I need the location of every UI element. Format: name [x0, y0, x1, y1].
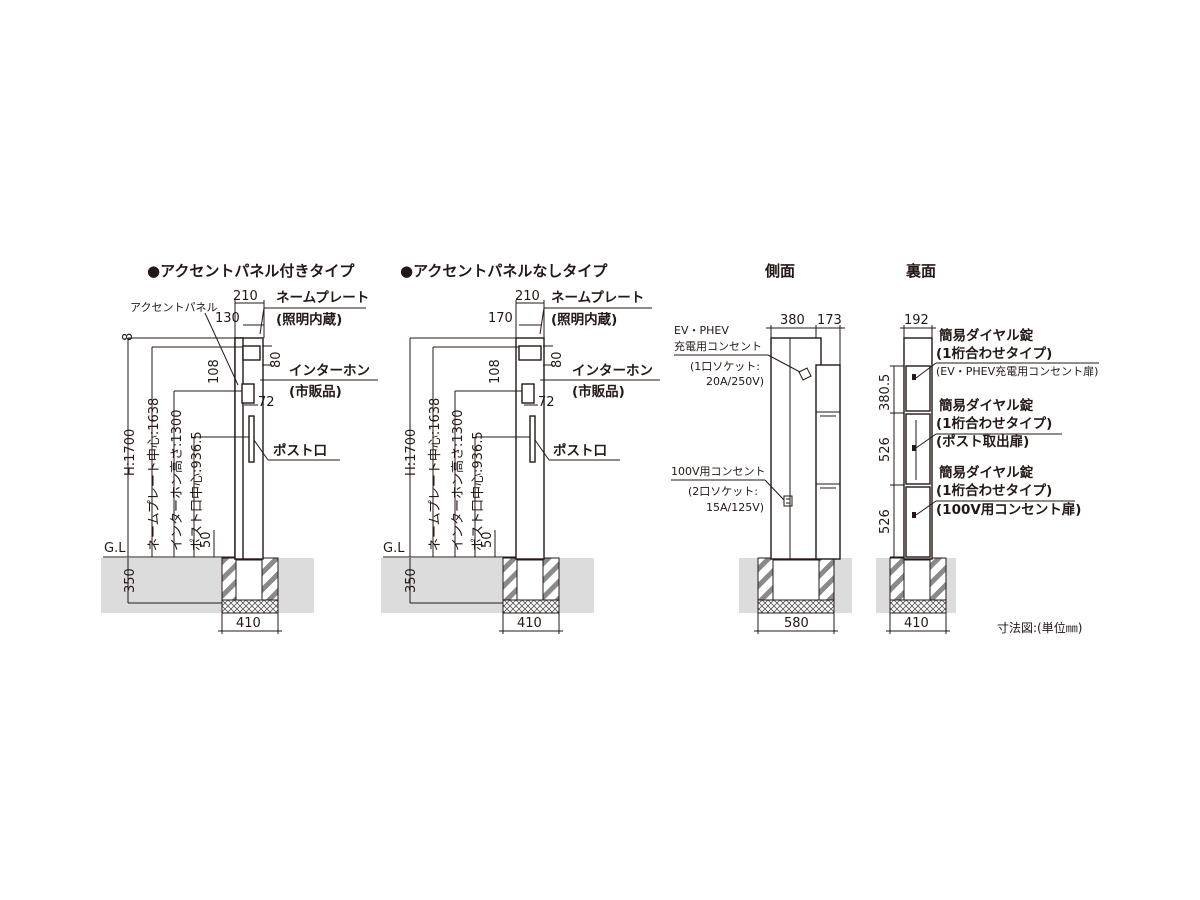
dim-panel-width: 170 — [488, 311, 513, 326]
lock1-line3: (EV・PHEV充電用コンセント扉) — [936, 364, 1098, 378]
dim-nameplate-center: ネームプレート中心:1638 — [147, 398, 162, 551]
intercom-note: (市販品) — [289, 383, 342, 400]
dim-base-width: 410 — [517, 616, 542, 631]
dim-nameplate-h: 80 — [550, 351, 565, 368]
dim-intercom-w: 72 — [538, 395, 555, 410]
door-ev — [905, 365, 931, 412]
ev-socket: (1口ソケット: — [690, 360, 760, 373]
accent-panel — [234, 337, 244, 560]
ev-label-1: EV・PHEV — [674, 324, 729, 337]
view-side: 側面 380 173 580 EV・PHEV 充電用コンセント (1口ソケット:… — [671, 262, 852, 634]
post-slot — [248, 415, 255, 463]
foundation-base — [889, 599, 947, 614]
lock3-line1: 簡易ダイヤル錠 — [939, 464, 1034, 481]
lock-100v-icon — [912, 512, 916, 518]
intercom-label: インターホン — [289, 363, 370, 379]
dim-base-50: 50 — [480, 531, 495, 548]
dim-intercom-height: インターホン高さ:1300 — [169, 410, 185, 551]
v100-rating: 15A/125V) — [706, 501, 764, 514]
accent-panel-label: アクセントパネル — [130, 301, 217, 314]
lock3-line2: (1桁合わせタイプ) — [936, 482, 1052, 499]
dim-base-50: 50 — [199, 531, 214, 548]
footnote: 寸法図:(単位㎜) — [997, 620, 1082, 635]
lock2-line3: (ポスト取出扉) — [936, 433, 1029, 450]
nameplate-note: (照明内蔵) — [276, 311, 342, 328]
dim-top-width: 210 — [233, 289, 258, 304]
nameplate-label: ネームプレート — [551, 290, 644, 306]
nameplate — [518, 345, 542, 361]
intercom — [521, 383, 535, 404]
view-side-title: 側面 — [764, 262, 795, 280]
ev-rating: 20A/250V) — [706, 375, 764, 388]
dim-base-width: 580 — [784, 616, 809, 631]
nameplate-note: (照明内蔵) — [551, 311, 617, 328]
dim-h3: 526 — [878, 509, 893, 534]
view-accent-title: ●アクセントパネル付きタイプ — [147, 262, 355, 280]
door-post — [905, 413, 931, 485]
v100-socket: (2口ソケット: — [688, 485, 758, 498]
view-plain-title: ●アクセントパネルなしタイプ — [400, 262, 608, 280]
v100-socket-icon — [783, 495, 793, 507]
foundation-core — [772, 559, 820, 601]
post-slot — [529, 415, 536, 463]
dim-intercom-v: 108 — [488, 359, 503, 384]
gl-label: G.L — [383, 541, 405, 556]
dim-post-center: ポスト口中心:936.5 — [471, 431, 486, 551]
dim-intercom-w: 72 — [258, 395, 275, 410]
dim-panel-width: 130 — [215, 311, 240, 326]
foundation-core — [516, 559, 544, 601]
foundation-core — [903, 559, 931, 601]
dim-width: 192 — [904, 313, 929, 328]
lock-post-icon — [912, 445, 916, 451]
dim-depth: 350 — [123, 568, 138, 593]
dim-depth-a: 380 — [780, 313, 805, 328]
gl-label: G.L — [104, 541, 126, 556]
dim-nameplate-h: 80 — [269, 351, 284, 368]
dim-intercom-v: 108 — [207, 359, 222, 384]
view-plain: ●アクセントパネルなしタイプ G.L H:1700 ネームプレート中心:1638… — [381, 262, 660, 634]
dim-intercom-height: インターホン高さ:1300 — [450, 410, 466, 551]
lock-ev-icon — [912, 374, 916, 380]
view-back: 裏面 192 380.5 526 526 410 簡易ダイヤル錠 (1桁合わせタ… — [876, 262, 1099, 634]
post-side-main — [770, 337, 822, 560]
lock1-line2: (1桁合わせタイプ) — [936, 345, 1052, 362]
v100-label: 100V用コンセント — [671, 465, 766, 478]
foundation-base — [757, 599, 835, 614]
dim-post-center: ポスト口中心:936.5 — [190, 431, 205, 551]
dim-depth-b: 173 — [817, 313, 842, 328]
intercom-label: インターホン — [572, 363, 653, 379]
nameplate-label: ネームプレート — [276, 290, 369, 306]
lock2-line2: (1桁合わせタイプ) — [936, 415, 1052, 432]
dim-h2: 526 — [878, 437, 893, 462]
foundation-base — [221, 599, 279, 614]
dim-top-width: 210 — [515, 289, 540, 304]
intercom-note: (市販品) — [572, 383, 625, 400]
lock1-line1: 簡易ダイヤル錠 — [939, 327, 1034, 344]
ev-socket-icon — [798, 367, 812, 381]
dim-base-width: 410 — [904, 616, 929, 631]
dim-h1: 380.5 — [878, 374, 893, 411]
lock2-line1: 簡易ダイヤル錠 — [939, 397, 1034, 414]
dim-base-width: 410 — [236, 616, 261, 631]
intercom — [241, 383, 255, 404]
post-slot-label: ポスト口 — [553, 442, 607, 459]
dim-height: H:1700 — [123, 429, 138, 476]
foundation-base — [502, 599, 560, 614]
lock3-line3: (100V用コンセント扉) — [936, 501, 1081, 518]
ev-label-2: 充電用コンセント — [674, 339, 762, 353]
dim-top-gap: 8 — [121, 333, 136, 341]
post-slot-label: ポスト口 — [273, 442, 327, 459]
foundation-core — [235, 559, 263, 601]
post-side-doors — [815, 364, 841, 560]
dim-height: H:1700 — [404, 429, 419, 476]
view-accent: ●アクセントパネル付きタイプ G.L H:1700 ネームプレート中心:1638… — [101, 262, 378, 634]
view-back-title: 裏面 — [905, 262, 936, 280]
door-100v — [905, 486, 931, 558]
dim-nameplate-center: ネームプレート中心:1638 — [428, 398, 443, 551]
dim-depth: 350 — [404, 568, 419, 593]
nameplate — [242, 345, 261, 361]
